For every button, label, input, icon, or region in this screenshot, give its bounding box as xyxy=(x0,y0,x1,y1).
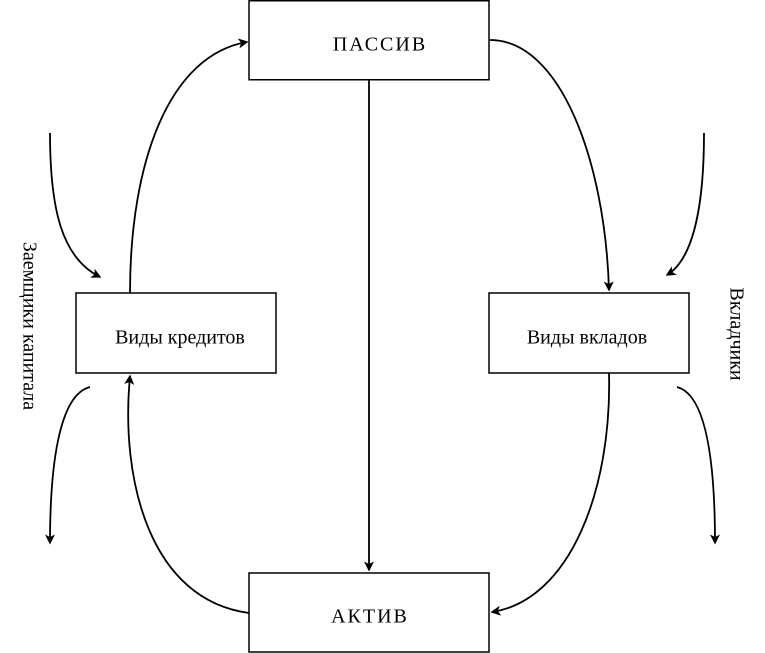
node-active-box xyxy=(248,572,490,653)
edge-depositors-to-deposits xyxy=(665,132,705,276)
node-deposits: Виды вкладов xyxy=(488,292,690,374)
edge-credits-to-borrowers xyxy=(45,386,91,545)
node-credits: Виды кредитов xyxy=(75,292,277,374)
edge-credits-to-passive xyxy=(129,38,249,294)
edge-borrowers-to-credits xyxy=(49,132,102,278)
node-deposits-box xyxy=(488,292,690,374)
node-credits-label: Виды кредитов xyxy=(115,327,245,349)
node-passive-label: ПАССИВ xyxy=(333,34,427,56)
node-active-label: АКТИВ xyxy=(331,606,409,628)
node-passive: ПАССИВ xyxy=(248,0,490,81)
node-passive-box xyxy=(248,0,490,81)
edge-deposits-to-active xyxy=(490,372,610,616)
side-label-borrowers: Заемщики капитала xyxy=(18,242,40,410)
edge-active-to-credits xyxy=(124,374,250,614)
node-active: АКТИВ xyxy=(248,572,490,653)
node-credits-box xyxy=(75,292,277,374)
node-deposits-label: Виды вкладов xyxy=(527,327,647,349)
edge-passive-to-deposits xyxy=(489,39,614,292)
edge-deposits-to-depositors xyxy=(676,386,720,545)
side-label-depositors: Вкладчики xyxy=(725,287,747,381)
edges-group xyxy=(45,38,720,616)
